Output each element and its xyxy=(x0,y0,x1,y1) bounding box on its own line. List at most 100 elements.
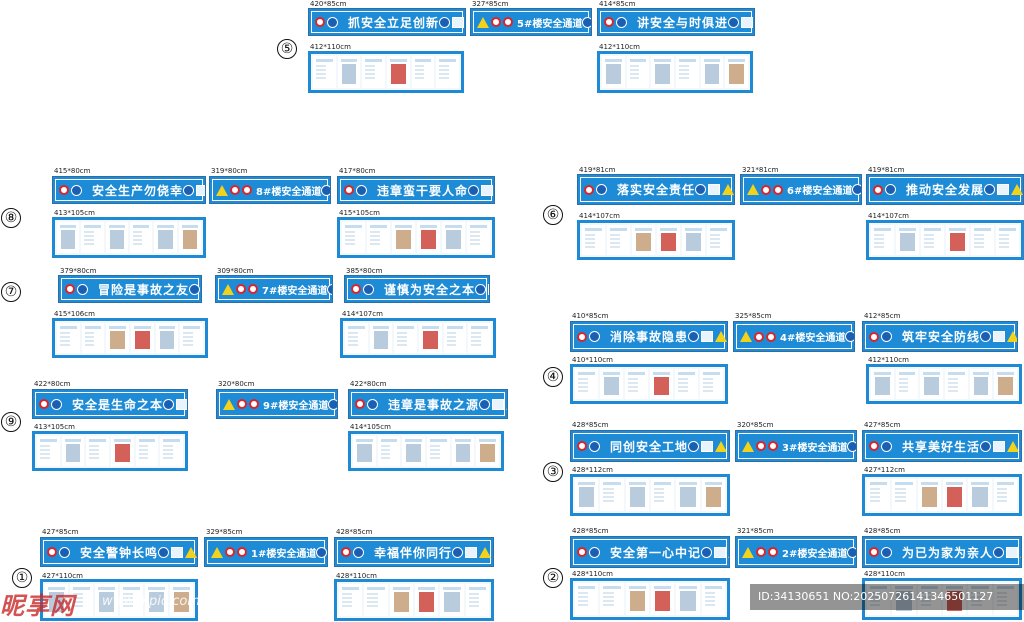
board-section xyxy=(625,583,649,615)
mandatory-icon xyxy=(327,16,338,28)
group-4-right-board-size: 414*105cm xyxy=(350,423,391,431)
group-3-mid-banner-left-icons xyxy=(222,283,258,295)
group-4-left-banner-left-icons xyxy=(39,398,62,410)
group-3-number: ⑦ xyxy=(1,282,21,302)
group-9-left-banner-right-icons xyxy=(701,546,729,558)
group-6-left-banner: 落实安全责任 xyxy=(577,174,735,205)
group-8-mid-banner-size: 320*85cm xyxy=(737,421,774,429)
group-1-right-banner: 讲安全与时俱进 xyxy=(597,8,755,36)
group-2-left-banner-size: 415*80cm xyxy=(54,167,91,175)
board-section xyxy=(917,583,941,615)
logo-icon xyxy=(997,184,1010,195)
board-section xyxy=(968,583,992,615)
group-4-right-board-panel xyxy=(351,434,501,468)
watermark-logo: 昵享网 xyxy=(0,592,75,620)
group-6-right-board-panel xyxy=(869,223,1021,257)
board-section xyxy=(57,323,80,353)
prohibition-icon xyxy=(873,184,883,195)
group-6-number: ⑥ xyxy=(543,205,563,225)
board-section xyxy=(86,436,110,466)
board-section xyxy=(675,369,698,399)
group-6-mid-banner-size: 321*81cm xyxy=(742,166,779,174)
group-1-left-banner-size: 420*85cm xyxy=(310,0,347,8)
group-4-mid-banner-left-icons xyxy=(223,398,259,410)
group-8-right-banner-size: 427*85cm xyxy=(864,421,901,429)
group-9-left-board-size: 428*110cm xyxy=(572,570,613,578)
mandatory-icon xyxy=(367,398,378,410)
group-7-left-board xyxy=(570,364,728,404)
group-2-left-banner-left-icons xyxy=(59,184,82,196)
mandatory-icon xyxy=(328,398,337,410)
prohibition-icon xyxy=(248,284,258,294)
group-7-left-slogan: 消除事故隐患 xyxy=(610,330,689,344)
board-section xyxy=(632,225,655,255)
group-2-mid-banner-right-icons xyxy=(321,184,330,196)
group-2-mid-banner-size: 319*80cm xyxy=(211,167,248,175)
group-9-mid-banner-right-icons xyxy=(847,546,856,558)
mandatory-icon xyxy=(321,184,330,196)
group-7-right-banner-right-icons xyxy=(980,331,1017,342)
prohibition-icon xyxy=(59,185,69,195)
logo-icon xyxy=(741,16,754,28)
group-7-right-banner-size: 412*85cm xyxy=(864,312,901,320)
group-9-right-banner: 为已为家为亲人 xyxy=(862,536,1022,568)
group-5-left-banner-size: 427*85cm xyxy=(42,528,79,536)
group-8-right-banner: 共享美好生活 xyxy=(862,430,1022,462)
mandatory-icon xyxy=(189,283,201,295)
board-section xyxy=(676,479,700,511)
group-6-left-board-size: 414*107cm xyxy=(579,212,620,220)
group-5-mid-slogan: 1#楼安全通道 xyxy=(251,548,317,560)
prohibition-icon xyxy=(225,547,235,557)
board-section xyxy=(61,436,85,466)
board-section xyxy=(602,56,625,88)
board-section xyxy=(120,584,143,616)
prohibition-icon xyxy=(577,441,587,451)
board-section xyxy=(946,225,969,255)
warning-icon xyxy=(222,283,234,295)
mandatory-icon xyxy=(984,184,996,195)
warning-icon xyxy=(715,331,727,342)
group-1-mid-banner-left-icons xyxy=(477,16,513,28)
mandatory-icon xyxy=(163,398,175,410)
group-1-left-slogan: 抓安全立足创新 xyxy=(348,15,440,30)
group-8-left-banner-right-icons xyxy=(688,440,728,452)
group-5-left-banner-left-icons xyxy=(47,546,70,558)
group-9-right-board-size: 428*110cm xyxy=(864,570,905,578)
prohibition-icon xyxy=(242,185,252,195)
board-section xyxy=(942,479,967,511)
group-1-right-banner-size: 414*85cm xyxy=(599,0,636,8)
group-6-left-slogan: 落实安全责任 xyxy=(617,183,696,197)
board-section xyxy=(402,436,426,466)
group-2-right-board xyxy=(337,217,495,258)
board-section xyxy=(996,225,1019,255)
board-section xyxy=(968,479,992,511)
group-7-mid-slogan: 4#楼安全通道 xyxy=(780,333,846,344)
warning-icon xyxy=(477,16,489,28)
group-1-right-board-size: 412*110cm xyxy=(599,43,640,51)
group-7-mid-banner-right-icons xyxy=(845,331,854,342)
board-section xyxy=(70,584,93,616)
board-section xyxy=(427,436,450,466)
group-9-right-banner-size: 428*85cm xyxy=(864,527,901,535)
group-9-right-slogan: 为已为家为亲人 xyxy=(902,545,994,560)
prohibition-icon xyxy=(491,17,501,27)
group-3-mid-banner-size: 309*80cm xyxy=(217,267,254,275)
group-4-left-board-size: 413*105cm xyxy=(34,423,75,431)
group-1-mid-banner-size: 327*85cm xyxy=(472,0,509,8)
board-section xyxy=(436,56,460,88)
logo-icon xyxy=(993,440,1006,452)
group-1-left-banner-left-icons xyxy=(315,16,338,28)
group-3-mid-slogan: 7#楼安全通道 xyxy=(262,285,328,297)
group-2-right-banner-right-icons xyxy=(468,184,494,196)
board-section xyxy=(387,56,410,88)
group-2-mid-slogan: 8#楼安全通道 xyxy=(256,186,322,198)
board-section xyxy=(414,584,439,616)
group-7-right-board xyxy=(866,364,1022,404)
board-section xyxy=(707,225,730,255)
board-section xyxy=(419,323,442,353)
group-6-left-board-panel xyxy=(580,223,732,257)
board-section xyxy=(725,56,749,88)
board-section xyxy=(367,222,390,253)
group-6-right-slogan: 推动安全发展 xyxy=(906,183,985,197)
group-2-left-board-panel xyxy=(55,220,203,255)
